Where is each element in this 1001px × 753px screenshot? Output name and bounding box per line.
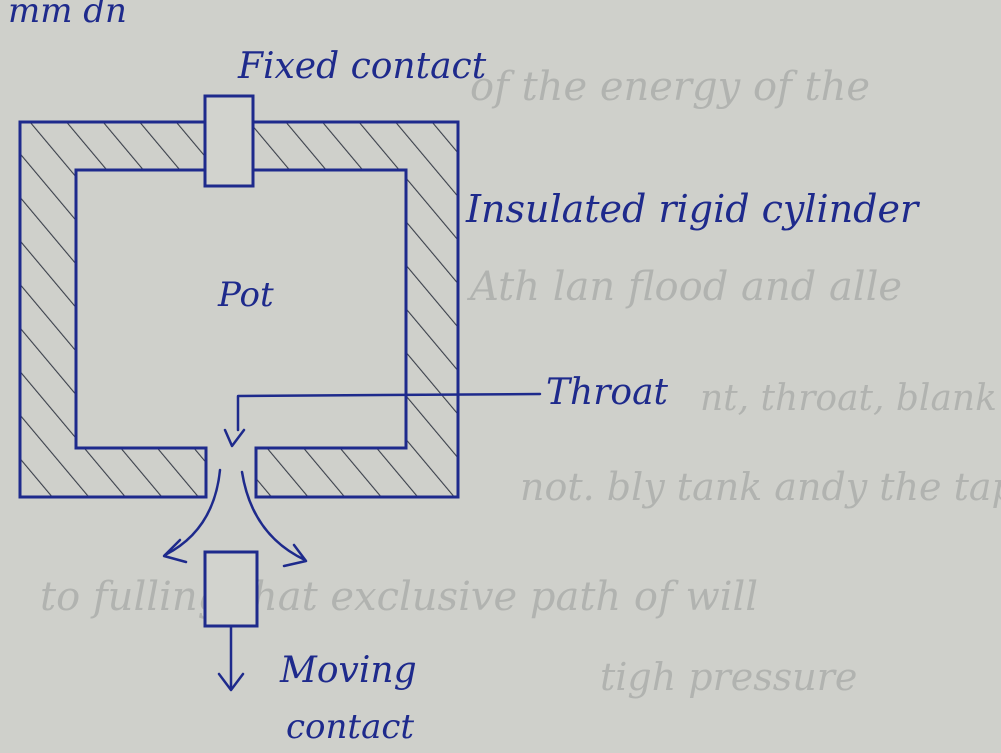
pot-chamber <box>78 172 404 446</box>
faint-line-2: Ath lan flood and alle <box>466 264 902 310</box>
moving-contact-label-line1: Moving <box>279 650 417 691</box>
flow-arrow-right-head <box>282 543 308 568</box>
fixed-contact <box>203 94 255 188</box>
top-corner-scribble: mm dn <box>8 0 127 31</box>
faint-line-6: tigh pressure <box>600 655 857 699</box>
flow-arrow-left-head <box>162 538 188 564</box>
faint-line-4: not. bly tank andy the tape <box>520 465 1001 509</box>
flow-arrow-right <box>240 470 307 562</box>
throat-leader-line <box>236 392 542 432</box>
moving-contact-label-line2: contact <box>286 707 414 747</box>
cylinder-label: Insulated rigid cylinder <box>465 187 921 231</box>
pot-label: Pot <box>217 275 274 315</box>
moving-contact-arrow <box>217 672 245 692</box>
background-scribbles: mm dn of the energy of the Ath lan flood… <box>8 0 1001 699</box>
faint-line-5: to fulling that exclusive path of will <box>40 574 758 620</box>
flow-arrow-left <box>163 468 222 557</box>
faint-line-1: of the energy of the <box>470 64 870 110</box>
throat-label: Throat <box>546 372 669 413</box>
moving-contact <box>203 550 259 628</box>
throat-flow-arrow <box>223 428 246 448</box>
faint-line-3: nt, throat, blank <box>700 378 997 419</box>
fixed-contact-label: Fixed contact <box>237 46 487 87</box>
